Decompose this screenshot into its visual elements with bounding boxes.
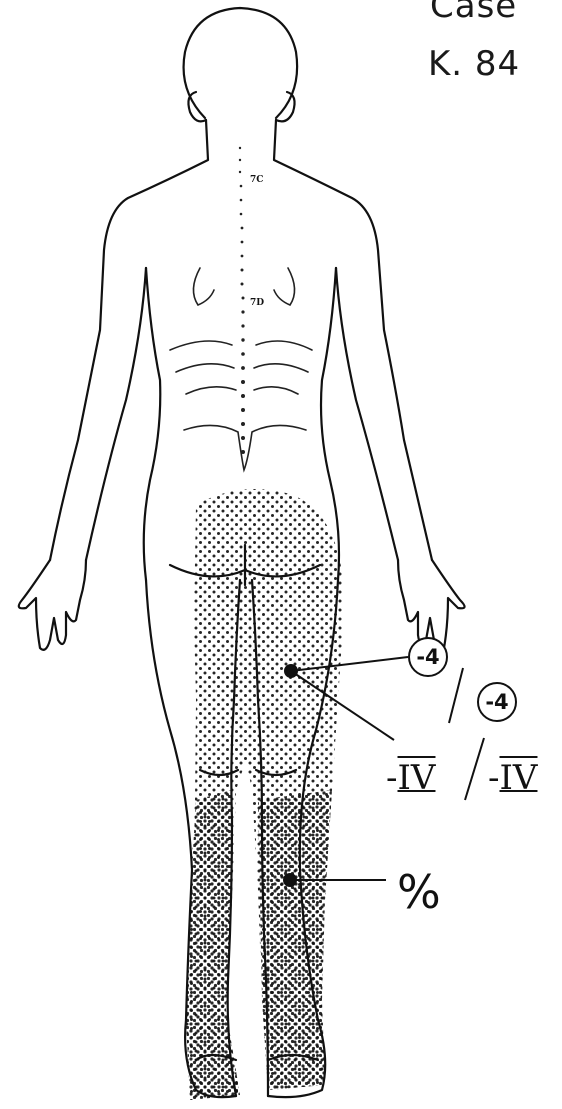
grade-right-value: IV [500, 758, 538, 798]
back-details [170, 268, 312, 470]
grade-right: -IV [488, 758, 537, 798]
case-label: Case [430, 0, 517, 26]
sensory-loss-label: % [397, 865, 441, 919]
sensory-region-shading [186, 489, 343, 1100]
strength-score-right: -4 [477, 682, 517, 722]
patient-label: K. 84 [428, 44, 520, 84]
strength-slash [449, 668, 463, 723]
grade-left: -IV [386, 758, 435, 798]
grade-slash [465, 738, 484, 800]
strength-score-left: -4 [408, 637, 448, 677]
spine-marker-dorsal: 7D [250, 298, 264, 308]
grade-left-prefix: - [386, 758, 398, 798]
grade-right-prefix: - [488, 758, 500, 798]
grade-left-value: IV [398, 758, 436, 798]
spine-marker-cervical: 7C [250, 175, 263, 185]
spine-column [239, 147, 245, 454]
